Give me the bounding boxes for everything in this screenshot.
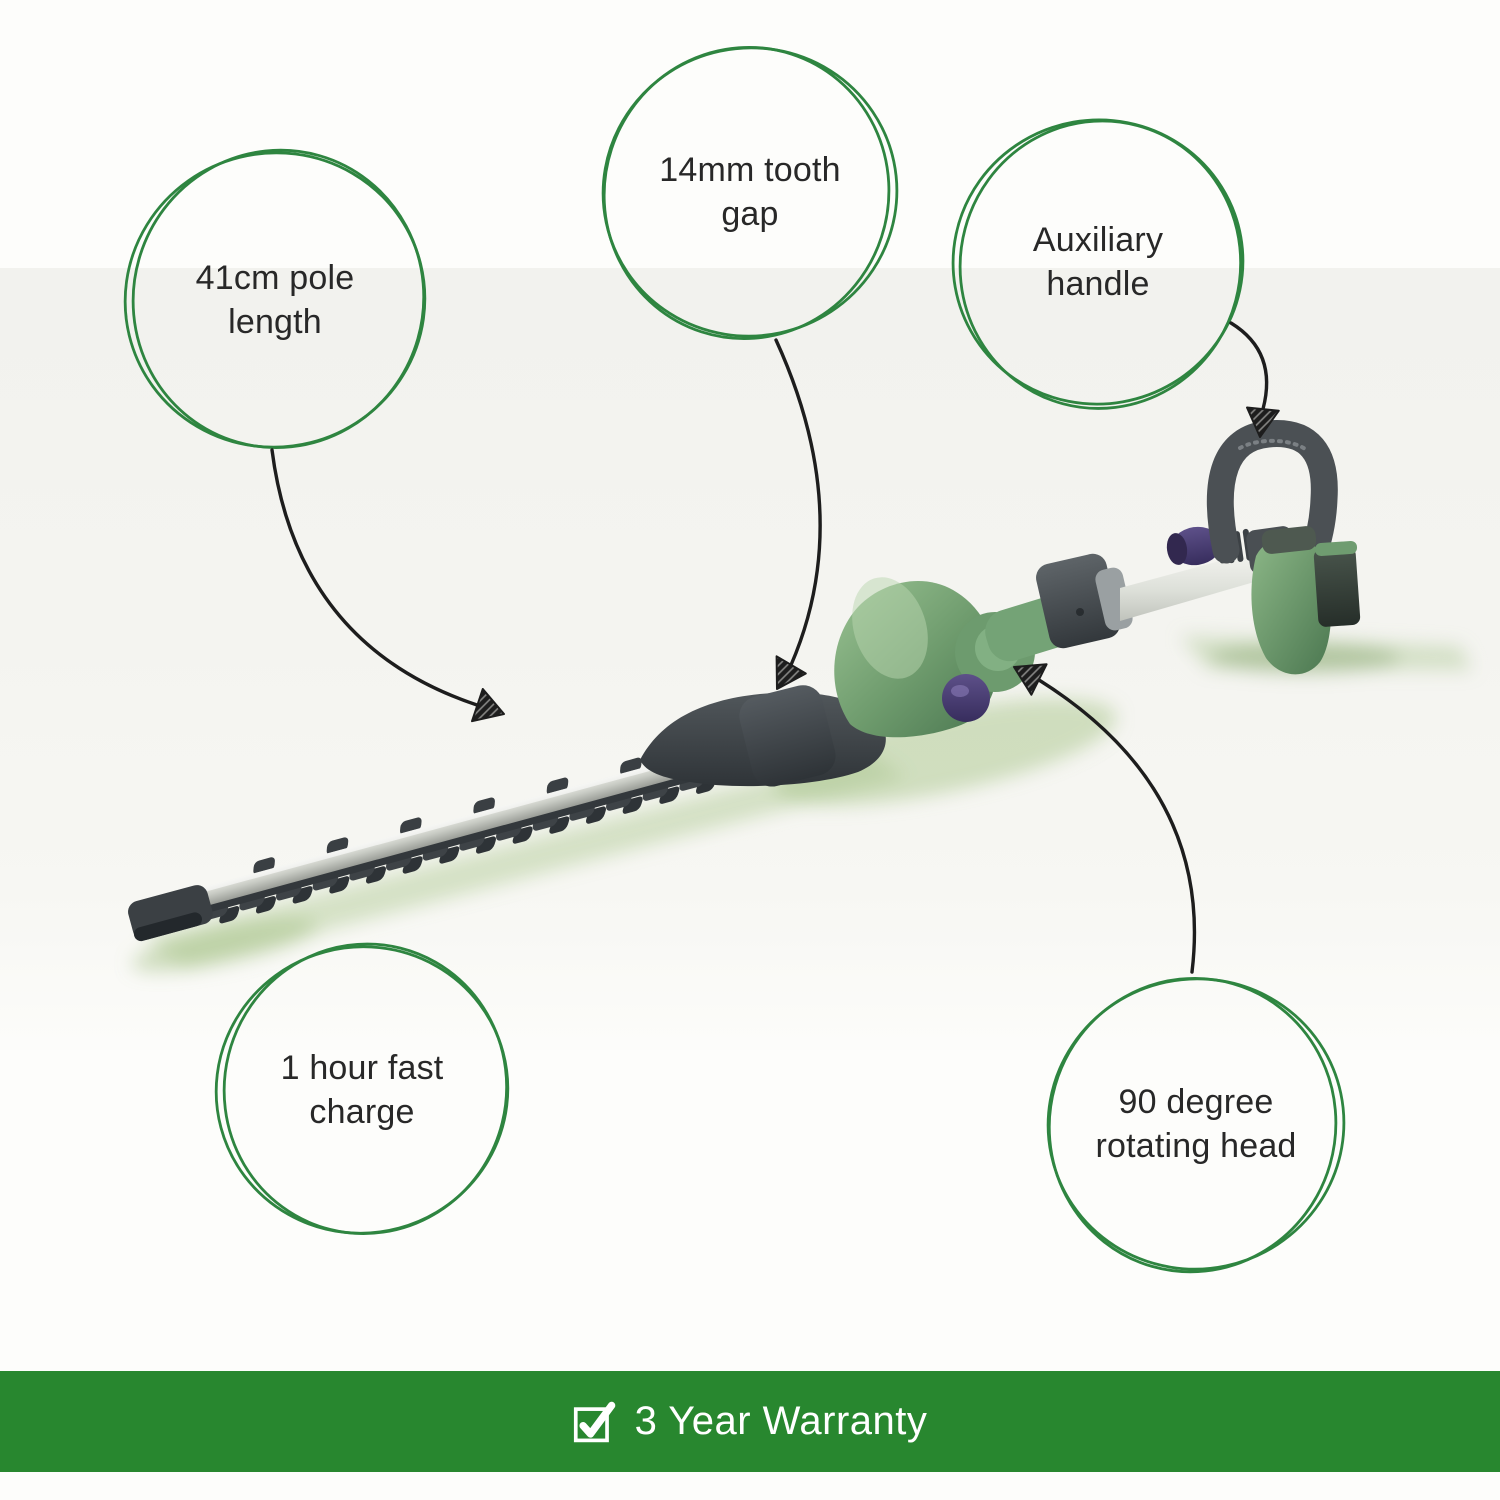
- callout-ring-tooth-gap: [601, 45, 899, 340]
- callout-rotating-head: 90 degree rotating head: [1031, 1080, 1361, 1168]
- callout-text-line1: 1 hour fast: [280, 1049, 444, 1087]
- cutting-blade: [128, 727, 798, 942]
- auxiliary-handle: [1206, 420, 1338, 570]
- checkbox-checked-icon: [573, 1401, 615, 1442]
- callout-text-line1: 14mm tooth: [659, 151, 841, 189]
- warranty-banner: 3 Year Warranty: [0, 1371, 1500, 1472]
- arrow-tooth-gap: [774, 338, 822, 690]
- callout-auxiliary-handle: Auxiliary handle: [933, 218, 1263, 306]
- product-shadow: [132, 636, 1472, 972]
- blade-rail: [189, 728, 798, 908]
- arrow-rotating-head: [1013, 663, 1197, 974]
- callout-ring-fast-charge: [214, 942, 510, 1235]
- callout-text-line1: Auxiliary: [1032, 221, 1164, 259]
- battery-pack: [1313, 547, 1361, 627]
- callout-text-line2: gap: [721, 195, 779, 233]
- rear-handle-top: [1261, 526, 1317, 554]
- callout-tooth-gap: 14mm tooth gap: [585, 148, 915, 236]
- blade-spine: [185, 744, 795, 918]
- blade-teeth-lower: [219, 766, 753, 924]
- battery-top: [1315, 540, 1358, 557]
- callout-text-line1: 41cm pole: [195, 259, 355, 297]
- callout-ring-pole-length: [123, 148, 427, 450]
- warranty-banner-label: 3 Year Warranty: [634, 1399, 928, 1443]
- purple-lock-button: [942, 674, 990, 722]
- blade-guard: [739, 685, 836, 787]
- motor-highlight: [852, 577, 928, 679]
- callout-pole-length: 41cm pole length: [110, 256, 440, 344]
- callout-text-line2: charge: [309, 1093, 415, 1131]
- callout-text-line2: handle: [1046, 265, 1150, 303]
- hedge-trimmer-illustration: [128, 420, 1361, 942]
- callout-text-line1: 90 degree: [1118, 1083, 1274, 1121]
- callout-ring-rotating-head: [1046, 976, 1346, 1274]
- callout-fast-charge: 1 hour fast charge: [197, 1046, 527, 1134]
- telescopic-pole: [1120, 548, 1268, 621]
- callout-text-line2: rotating head: [1095, 1127, 1297, 1165]
- callout-text-line2: length: [228, 303, 322, 341]
- auxiliary-handle-texture: [1238, 438, 1310, 453]
- arrow-auxiliary-handle: [1229, 321, 1280, 438]
- rear-handle: [1251, 538, 1332, 675]
- arrow-pole-length: [270, 448, 505, 723]
